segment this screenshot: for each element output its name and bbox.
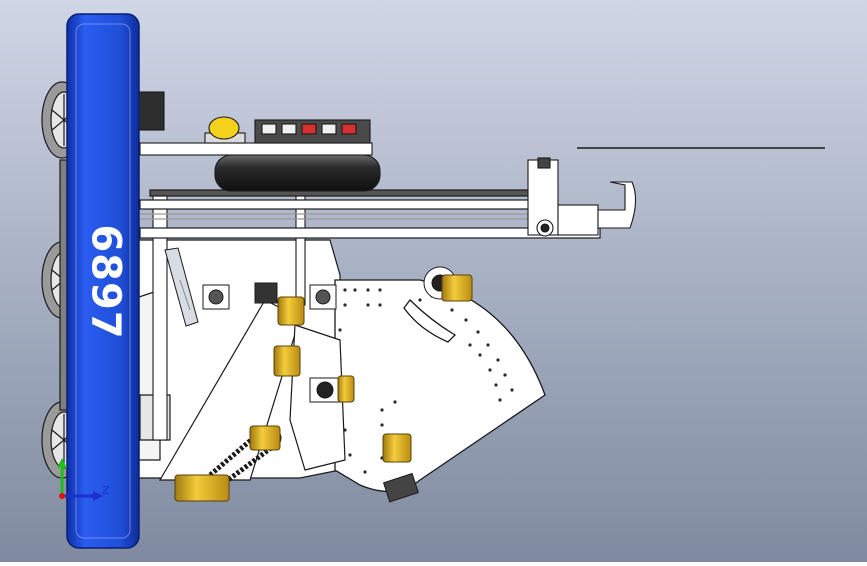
pneumatic-cylinder: [164, 247, 199, 327]
intake-arm: [527, 157, 637, 237]
bumper-body: [66, 13, 140, 549]
brass-bushings: [174, 274, 473, 502]
bumper: [66, 13, 140, 549]
status-indicator-light: [208, 116, 240, 140]
axis-z-label: Z: [102, 484, 110, 497]
electronics-deck: [137, 91, 381, 192]
axis-triad: [57, 458, 103, 501]
